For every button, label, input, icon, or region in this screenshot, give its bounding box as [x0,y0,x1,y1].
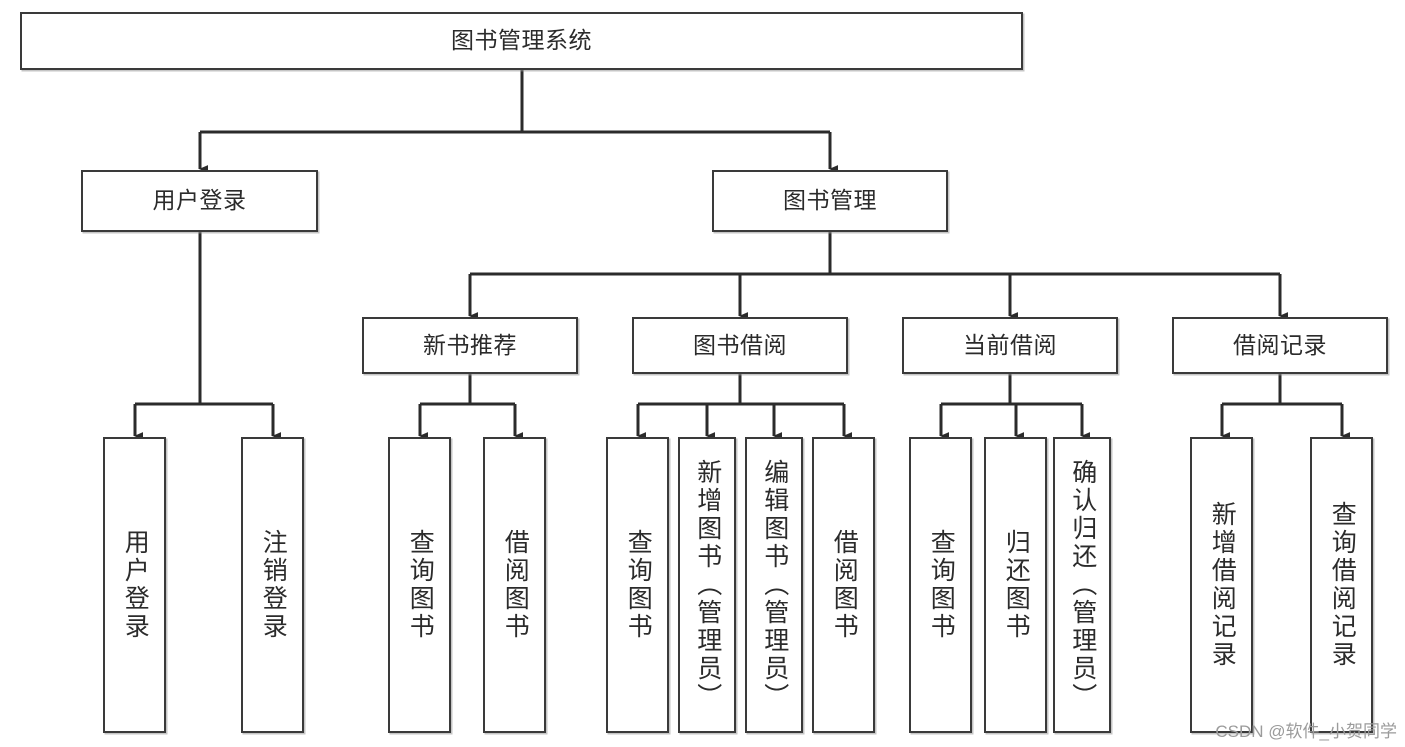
node-leaf-borrow-book-1[interactable]: 借阅图书 [483,437,546,733]
node-leaf-return-book[interactable]: 归还图书 [984,437,1047,733]
node-leaf-confirm-return[interactable]: 确认归还（管理员） [1053,437,1111,733]
node-label: 用户登录 [121,529,150,641]
node-label: 借阅图书 [830,529,859,641]
node-leaf-query-record[interactable]: 查询借阅记录 [1310,437,1373,733]
node-label: 查询借阅记录 [1328,501,1357,669]
node-label: 新增图书（管理员） [693,459,722,711]
node-book-borrow[interactable]: 图书借阅 [632,317,848,374]
node-leaf-edit-book[interactable]: 编辑图书（管理员） [745,437,803,733]
node-label: 借阅记录 [1233,331,1327,358]
node-book-management[interactable]: 图书管理 [712,170,948,232]
node-new-book-recommend[interactable]: 新书推荐 [362,317,578,374]
node-label: 用户登录 [152,187,247,214]
node-leaf-query-book-3[interactable]: 查询图书 [909,437,972,733]
node-borrow-record[interactable]: 借阅记录 [1172,317,1388,374]
node-label: 归还图书 [1002,529,1031,641]
node-leaf-user-login[interactable]: 用户登录 [103,437,166,733]
node-label: 确认归还（管理员） [1068,459,1097,711]
node-label: 新书推荐 [423,331,517,358]
node-user-login[interactable]: 用户登录 [81,170,318,232]
node-leaf-query-book-1[interactable]: 查询图书 [388,437,451,733]
node-label: 新增借阅记录 [1208,501,1237,669]
node-label: 编辑图书（管理员） [760,459,789,711]
node-leaf-logout-login[interactable]: 注销登录 [241,437,304,733]
node-current-borrow[interactable]: 当前借阅 [902,317,1118,374]
node-label: 当前借阅 [963,331,1057,358]
node-label: 查询图书 [624,529,653,641]
node-label: 查询图书 [406,529,435,641]
node-label: 图书管理系统 [451,27,592,54]
node-label: 图书借阅 [693,331,787,358]
node-label: 注销登录 [259,529,288,641]
watermark-label: CSDN @软件_小贺同学 [1215,722,1397,741]
node-leaf-borrow-book-2[interactable]: 借阅图书 [812,437,875,733]
node-leaf-add-book[interactable]: 新增图书（管理员） [678,437,736,733]
node-label: 借阅图书 [501,529,530,641]
node-root[interactable]: 图书管理系统 [20,12,1023,70]
node-leaf-add-record[interactable]: 新增借阅记录 [1190,437,1253,733]
node-leaf-query-book-2[interactable]: 查询图书 [606,437,669,733]
node-label: 图书管理 [783,187,877,214]
node-label: 查询图书 [927,529,956,641]
